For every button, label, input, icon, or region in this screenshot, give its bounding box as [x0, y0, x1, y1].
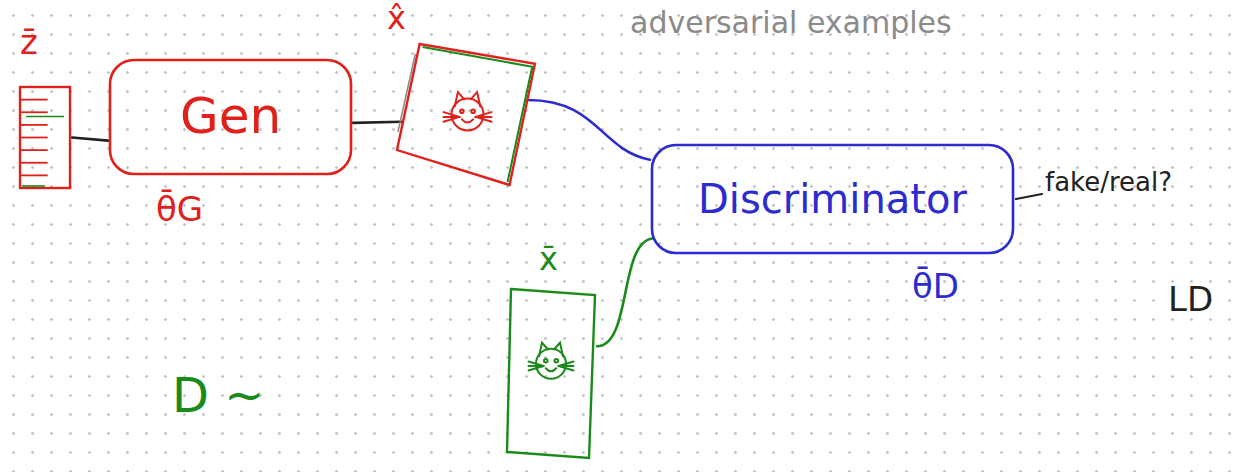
node-label: θ̄G [156, 190, 203, 229]
connector [353, 122, 402, 123]
cat-eye [471, 110, 475, 114]
cat-whisker [444, 117, 460, 122]
node-title: Gen [180, 88, 281, 146]
cat-eye [544, 359, 548, 363]
vector-stripe [20, 124, 48, 126]
cat-ear [455, 92, 465, 106]
output-line [1016, 194, 1042, 199]
vector-outline [20, 87, 70, 188]
connector [597, 238, 654, 346]
box-outline [652, 145, 1013, 253]
connector [72, 138, 108, 141]
vector-stripe [20, 149, 48, 151]
cat-ear [539, 343, 548, 357]
cat-whisker [559, 366, 574, 371]
loss-label: LD [1168, 280, 1213, 319]
cat-whisker [559, 362, 574, 367]
generator-box: Genθ̄G [108, 58, 353, 176]
connector [528, 100, 650, 160]
latent-vector-outline [18, 85, 72, 190]
box-outline [110, 60, 351, 174]
cat-whisker [476, 117, 492, 122]
node-label: x̄ [539, 241, 558, 278]
discriminator-box: Discriminatorθ̄D [650, 143, 1015, 255]
cat-ear [554, 343, 563, 357]
cat-face [444, 92, 492, 130]
cat-eye [554, 359, 558, 363]
cat-whisker [476, 112, 492, 117]
real-image-outline [505, 285, 597, 460]
output-label: fake/real? [1045, 168, 1172, 198]
cat-whisker [444, 112, 460, 117]
vector-stripe [20, 137, 48, 139]
vector-stripe [20, 99, 48, 101]
image-outline [397, 44, 535, 185]
image-outline [423, 47, 533, 182]
node-label: z̄ [20, 23, 38, 62]
node-title: Discriminator [698, 176, 967, 222]
vector-stripe [20, 174, 48, 176]
dataset-label: D ~ [172, 368, 264, 423]
vector-stripe [20, 111, 48, 113]
real-image: x̄ [505, 285, 597, 460]
cat-eye [460, 110, 464, 114]
cat-mouth [546, 368, 557, 371]
image-outline [507, 289, 595, 458]
cat-whisker [529, 362, 544, 367]
cat-face [529, 343, 574, 379]
image-outline [398, 54, 415, 132]
latent-vector: z̄ [18, 85, 72, 190]
title: adversarial examples [630, 6, 952, 41]
node-label: x̂ [387, 0, 406, 37]
cat-whisker [529, 366, 544, 371]
vector-stripe [26, 116, 64, 118]
node-label: θ̄D [912, 267, 959, 306]
cat-mouth [462, 119, 473, 122]
generated-image-outline [395, 42, 540, 187]
cat-ear [471, 92, 481, 106]
vector-stripe [20, 162, 48, 164]
vector-stripe [22, 185, 45, 187]
generated-image: x̂ [395, 42, 540, 187]
